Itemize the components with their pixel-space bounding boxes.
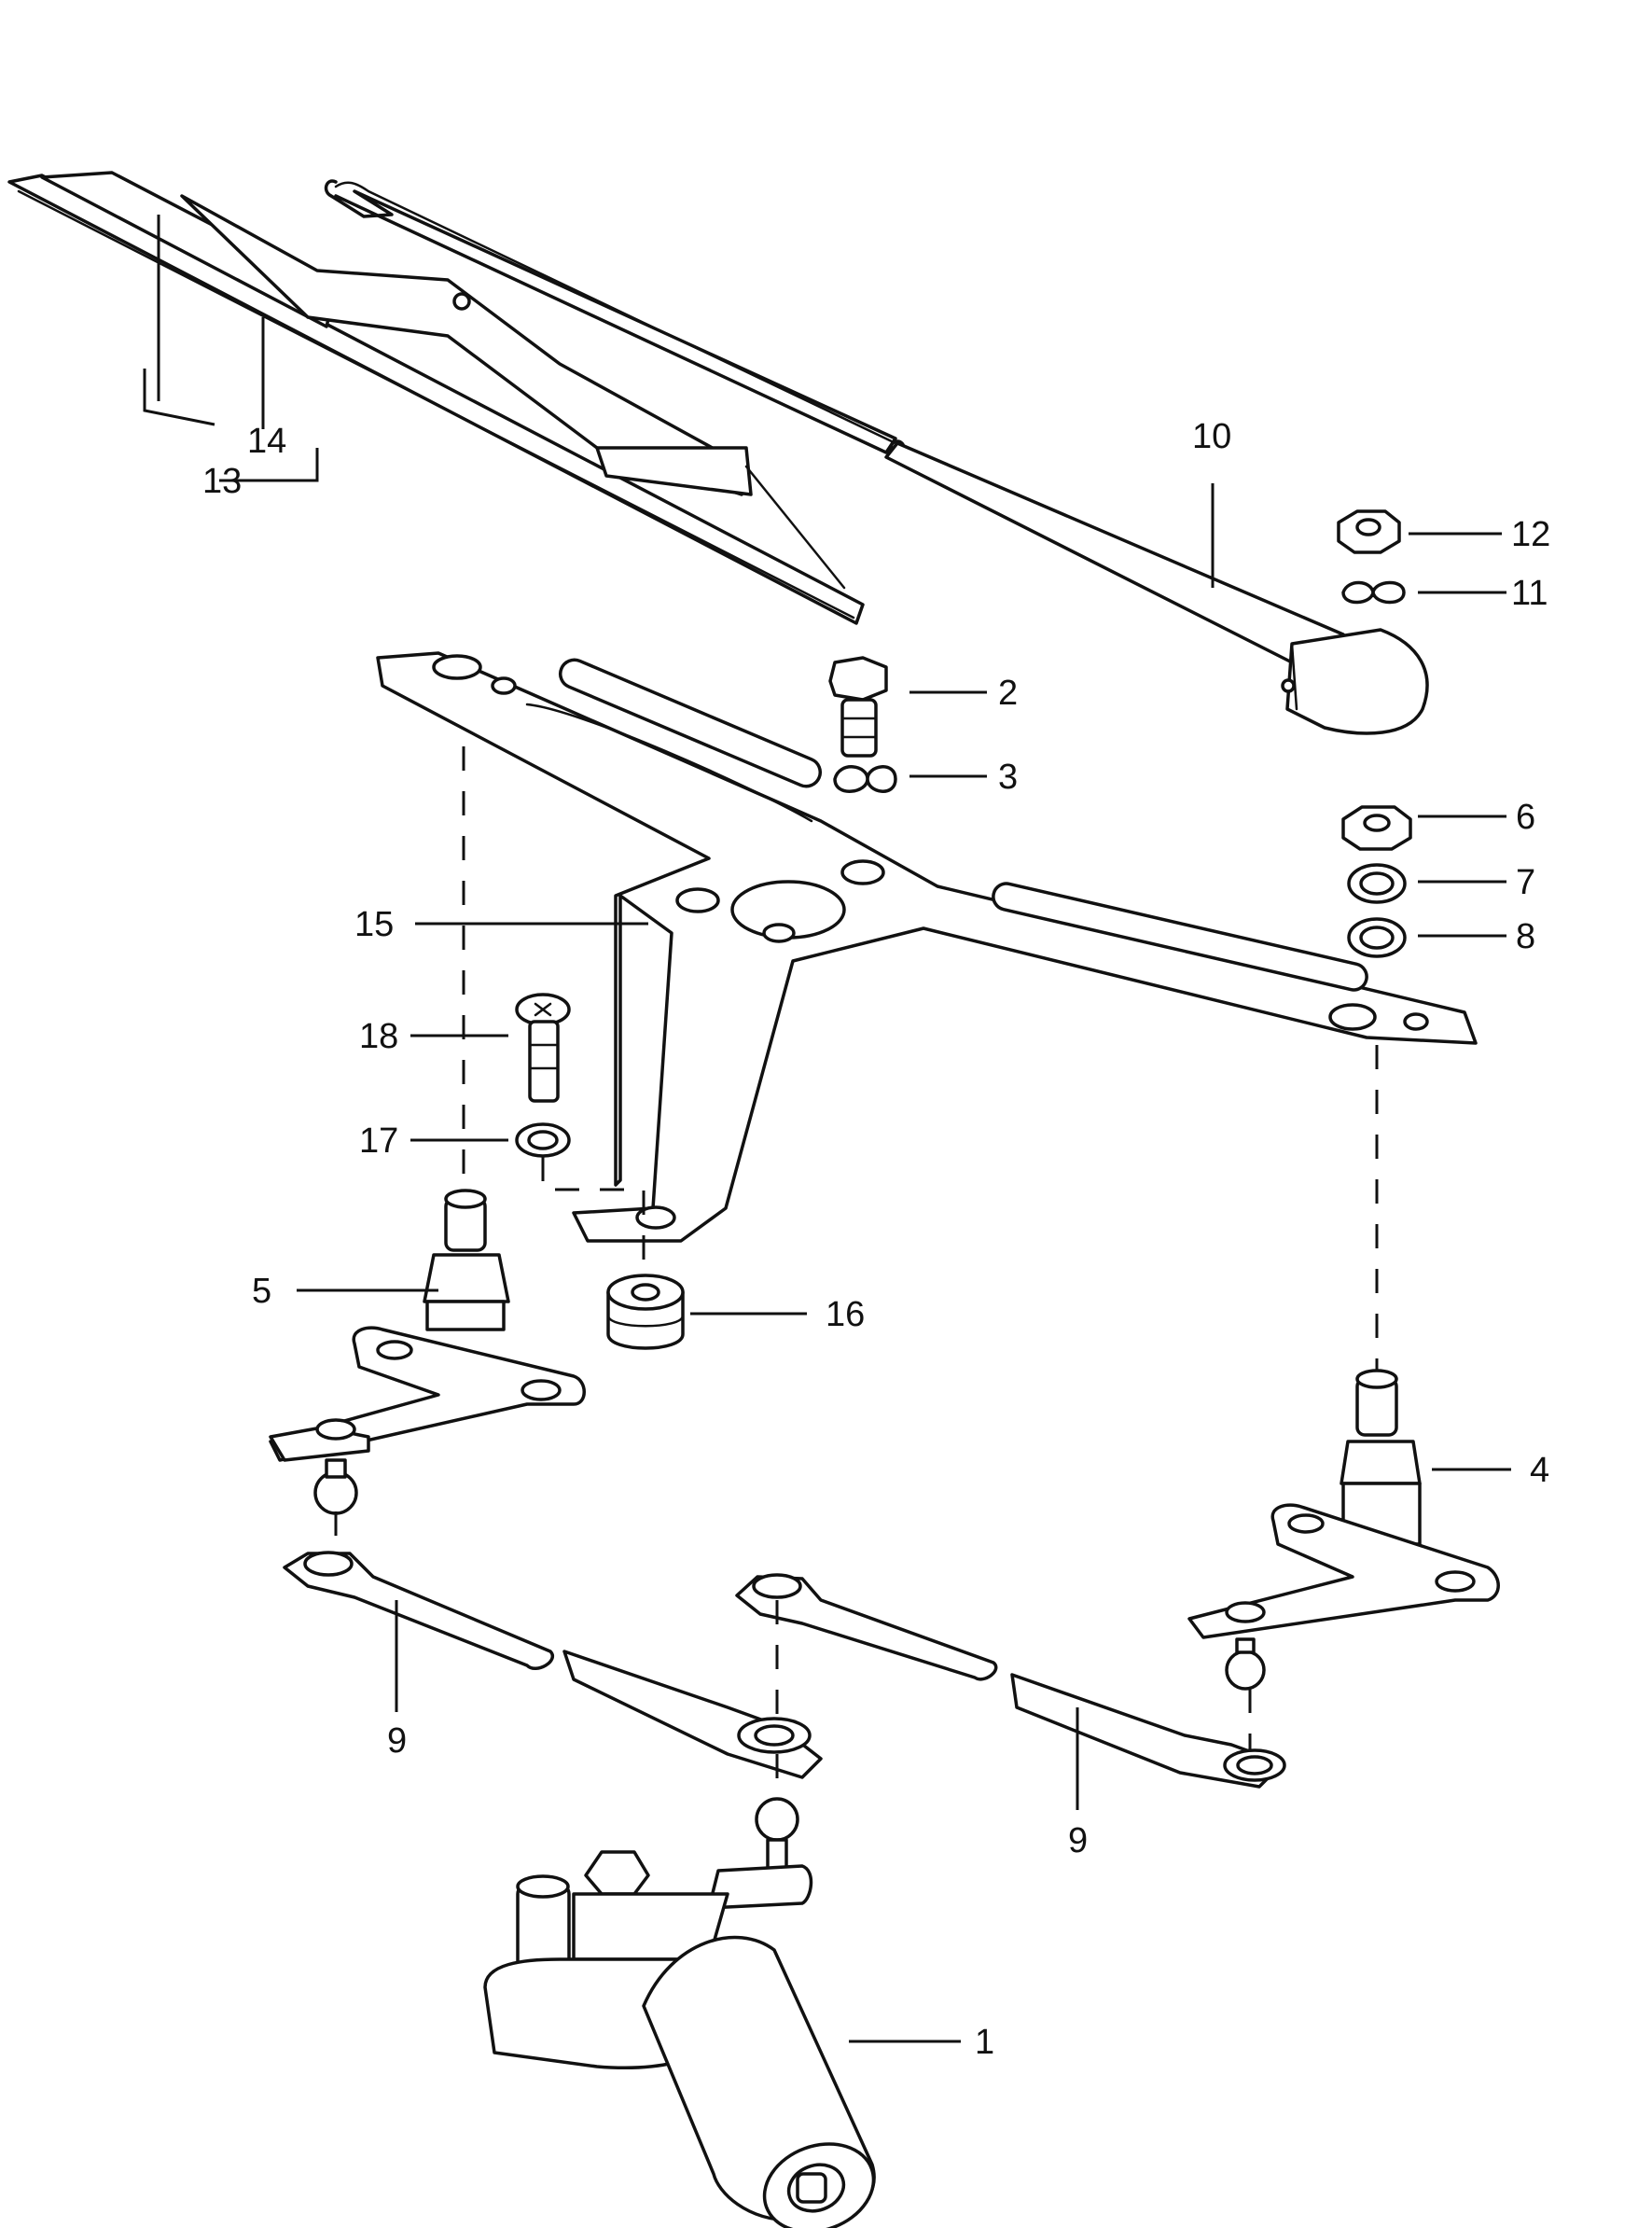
callout-9-left: 9: [387, 1721, 407, 1761]
callout-9-right: 9: [1068, 1821, 1088, 1860]
washer-7: [1347, 863, 1407, 904]
wiper-motor: [483, 1797, 876, 2228]
wiper-arm: [324, 179, 1429, 735]
wiper-blade: [7, 171, 865, 625]
callout-12: 12: [1511, 515, 1550, 554]
washer-17: [515, 1122, 571, 1158]
callout-11: 11: [1511, 574, 1548, 613]
callout-17: 17: [359, 1121, 398, 1161]
mounting-frame: [376, 651, 1478, 1243]
callout-1: 1: [975, 2023, 994, 2062]
pivot-bearing-left: [269, 1189, 586, 1515]
washer: [833, 765, 897, 793]
callouts: 14 13 10 12 11 2 3 6 7 8 15 18 17 5 16 4…: [202, 417, 1550, 2062]
callout-13: 13: [202, 462, 242, 501]
assembly-lines: [334, 746, 1379, 1796]
bolt: [828, 656, 888, 758]
callout-4: 4: [1530, 1451, 1549, 1490]
callout-18: 18: [359, 1017, 398, 1056]
leader-lines: [143, 215, 1511, 2043]
callout-16: 16: [826, 1295, 865, 1334]
callout-8: 8: [1516, 917, 1535, 956]
screw-18: [515, 993, 571, 1103]
callout-10: 10: [1192, 417, 1231, 456]
callout-2: 2: [998, 674, 1018, 713]
lock-washer: [1341, 580, 1406, 605]
pivot-bearing-right: [1187, 1369, 1500, 1691]
washer-8: [1347, 917, 1407, 958]
callout-6: 6: [1516, 798, 1535, 837]
hex-nut: [1341, 805, 1412, 851]
connecting-rod: [735, 1573, 1286, 1789]
hex-nut-12: [1337, 509, 1401, 554]
connecting-rod: [283, 1551, 823, 1779]
callout-14: 14: [247, 422, 286, 461]
rubber-mount: [606, 1274, 685, 1350]
callout-15: 15: [354, 905, 394, 944]
callout-3: 3: [998, 758, 1018, 797]
callout-5: 5: [252, 1272, 271, 1311]
callout-7: 7: [1516, 863, 1535, 902]
